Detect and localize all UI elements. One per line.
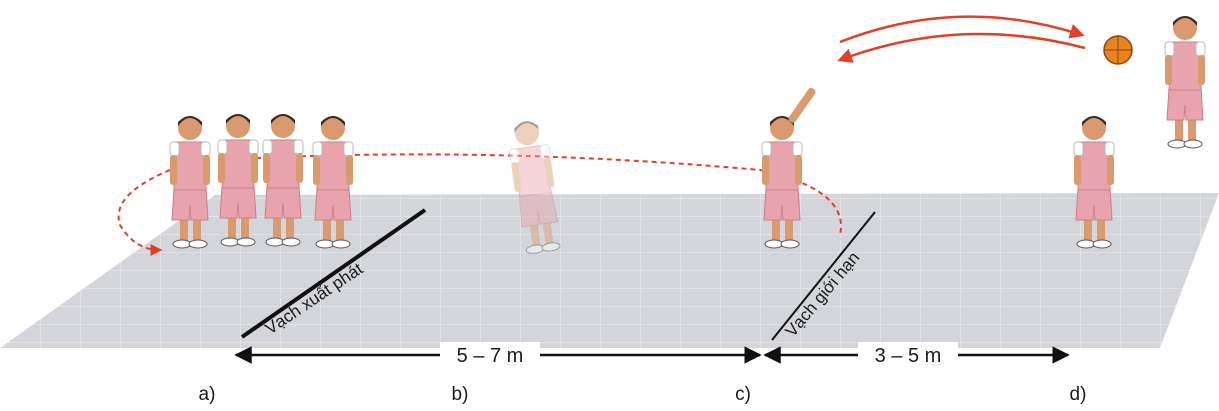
- phase-c-label: c): [735, 384, 751, 405]
- court-floor: [0, 193, 1219, 348]
- distance-1-label: 5 – 7 m: [457, 345, 524, 367]
- phase-d-label: d): [1070, 384, 1087, 405]
- phase-b-label: b): [452, 384, 469, 405]
- phase-a-label: a): [199, 384, 216, 405]
- dashed-return-path: [219, 153, 842, 236]
- distance-2-label: 3 – 5 m: [875, 345, 942, 367]
- start-line: [240, 208, 427, 339]
- pass-arrow: [839, 15, 1085, 44]
- dashed-path-arrow: [117, 169, 171, 256]
- limit-line: [771, 211, 876, 341]
- return-pass-arrow: [837, 32, 1086, 63]
